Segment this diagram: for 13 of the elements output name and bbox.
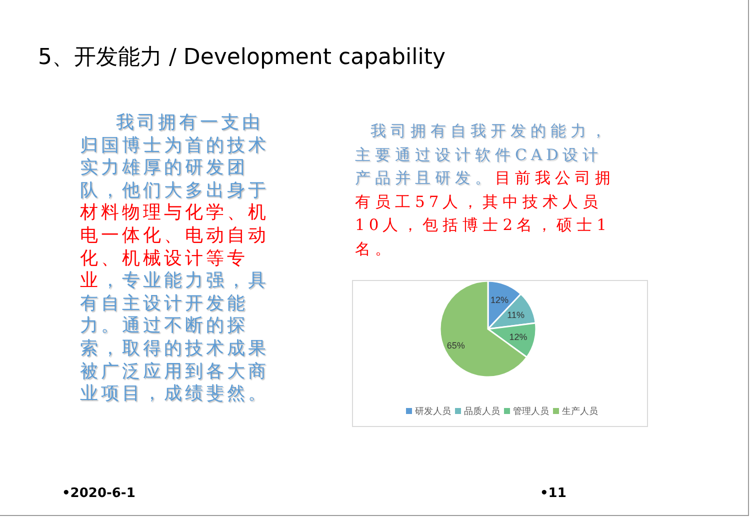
description-paragraph: 我司拥有一支由归国博士为首的技术实力雄厚的研发团队，他们大多出身于材料物理与化学、机电一体化、电动自动化、机械设计等专业，专业能力强，具有自主设计开发能力。通过不断的探索，取得的技术成果被广泛应用到各大商业项目，成绩斐然。 bbox=[80, 112, 270, 406]
slide-title: 5、开发能力 / Development capability bbox=[38, 44, 446, 72]
data-label: 11% bbox=[507, 310, 524, 320]
data-label: 65% bbox=[446, 340, 465, 350]
date-footer: •2020-6-1 bbox=[62, 486, 136, 501]
data-label: 12% bbox=[509, 332, 528, 342]
data-label: 12% bbox=[490, 295, 508, 305]
legend-label: 品质人员 bbox=[464, 407, 500, 417]
legend-label: 生产人员 bbox=[562, 407, 598, 417]
page-number: •11 bbox=[540, 486, 566, 501]
legend-label: 研发人员 bbox=[415, 407, 451, 417]
description-paragraph: 我司拥有自我开发的能力，主要通过设计软件CAD设计产品并且研发。目前我公司拥有员工57人，其中技术人员10人，包括博士2名，硕士1名。 bbox=[355, 121, 616, 260]
legend-label: 管理人员 bbox=[513, 407, 549, 417]
